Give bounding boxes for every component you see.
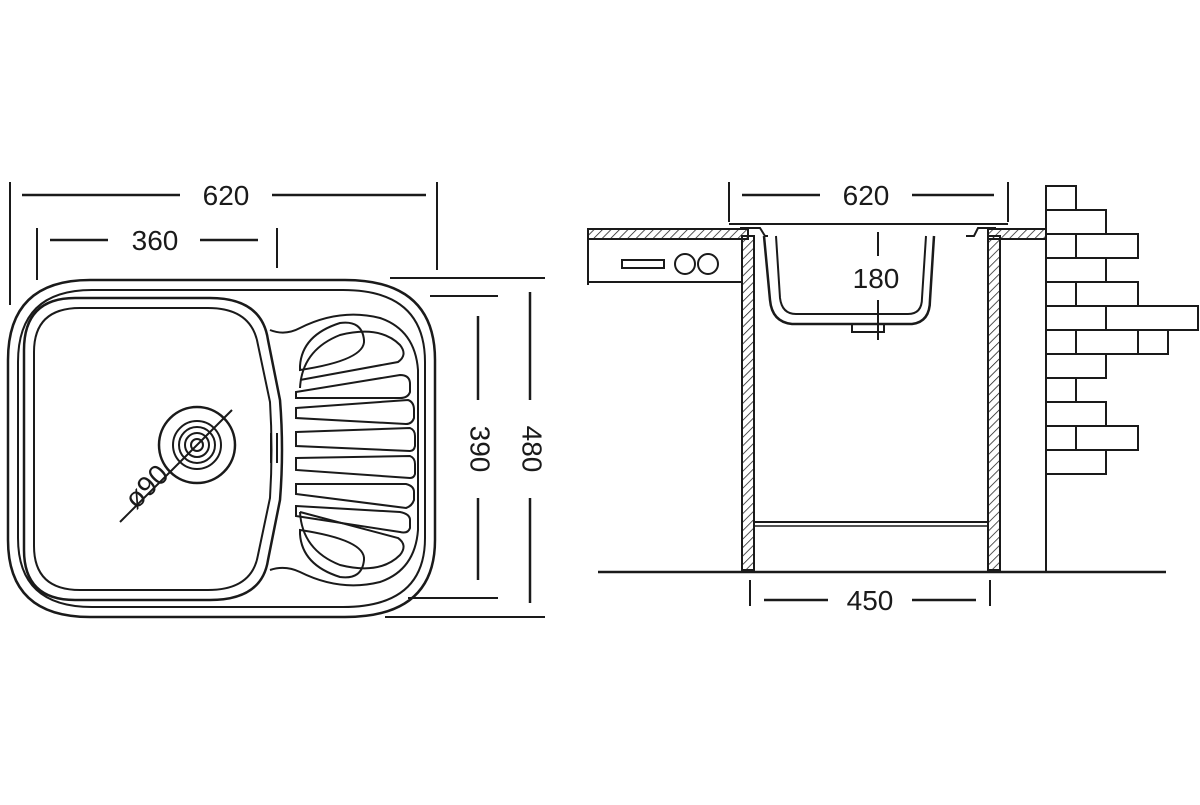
overflow-mark bbox=[270, 433, 278, 463]
dim-label-180: 180 bbox=[853, 263, 900, 294]
dim-bowl-height: 180 bbox=[853, 232, 900, 340]
cabinet-wall-right bbox=[987, 235, 1001, 571]
bowl-inner bbox=[33, 307, 273, 591]
countertop-left bbox=[587, 228, 749, 240]
dim-label-620-top: 620 bbox=[203, 180, 250, 211]
appliance-handle bbox=[621, 259, 665, 269]
dim-overall-width-side: 620 bbox=[728, 180, 1009, 222]
dim-label-450: 450 bbox=[847, 585, 894, 616]
sink-inner-rim bbox=[17, 289, 426, 608]
dim-label-480: 480 bbox=[517, 426, 548, 473]
drainboard-ribs bbox=[295, 321, 416, 579]
drain-strainer: ø90 bbox=[118, 405, 237, 523]
sink-outer-rim bbox=[6, 278, 437, 619]
appliance-knob-1 bbox=[674, 253, 696, 275]
drain-fitting bbox=[851, 323, 885, 333]
drainboard-scallop-top bbox=[299, 330, 405, 389]
drainboard-outline bbox=[269, 313, 419, 587]
dim-overall-depth: 480 bbox=[385, 277, 548, 618]
bowl-profile bbox=[762, 235, 936, 326]
drainboard-scallop-bottom bbox=[299, 511, 405, 570]
dim-overall-width-top: 620 bbox=[9, 180, 438, 305]
bowl-profile-inner bbox=[775, 235, 927, 315]
dim-label-360: 360 bbox=[132, 225, 179, 256]
bowl-outer bbox=[22, 296, 284, 602]
brick-wall bbox=[1045, 185, 1199, 572]
sink-side-rim-right bbox=[966, 227, 996, 237]
cabinet-wall-left bbox=[741, 235, 755, 571]
dim-bowl-depth: 390 bbox=[408, 295, 498, 599]
sink-side-rim bbox=[740, 227, 768, 237]
dim-label-390: 390 bbox=[465, 426, 496, 473]
side-view: 620 180 bbox=[587, 180, 1199, 616]
top-view: 620 360 390 480 bbox=[6, 180, 548, 619]
dim-label-620-side: 620 bbox=[843, 180, 890, 211]
dim-bowl-width: 360 bbox=[36, 225, 278, 280]
dim-cabinet-width: 450 bbox=[749, 580, 991, 616]
appliance-knob-2 bbox=[697, 253, 719, 275]
